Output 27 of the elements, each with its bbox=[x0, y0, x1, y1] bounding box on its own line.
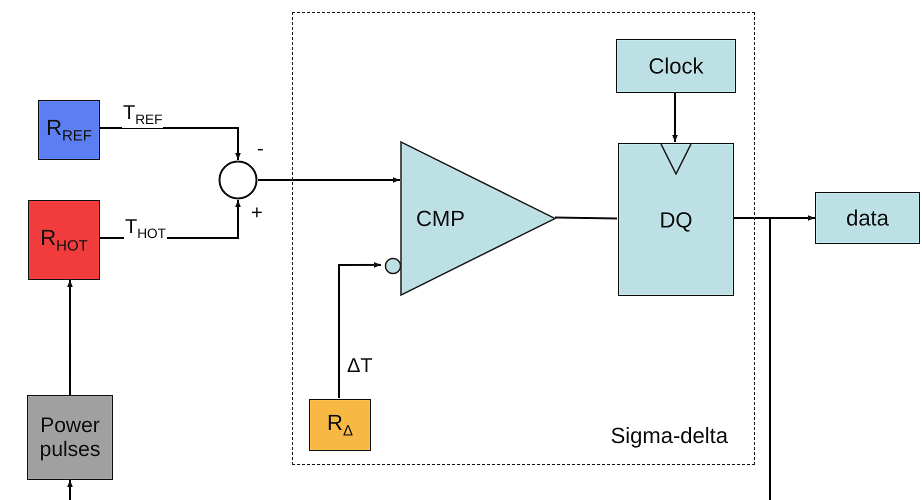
node-label: R$_{Δ}$ bbox=[326, 410, 354, 440]
node-label: Power pulses bbox=[38, 413, 102, 462]
connector-line bbox=[733, 217, 771, 500]
node-label: Clock bbox=[647, 53, 704, 79]
resistor-box bbox=[38, 100, 100, 160]
arrow bbox=[672, 92, 678, 142]
arrow bbox=[338, 262, 381, 398]
process-box bbox=[27, 395, 113, 480]
flip-flop-box bbox=[618, 143, 734, 296]
node-label: data bbox=[845, 205, 890, 231]
node-label: R$_{REF}$ bbox=[45, 115, 93, 145]
arrow bbox=[100, 127, 241, 160]
node-label: DQ bbox=[658, 206, 694, 232]
group-box bbox=[292, 12, 755, 465]
clock-box bbox=[616, 39, 736, 93]
arrow bbox=[67, 480, 73, 500]
node-label: CMP bbox=[416, 206, 465, 231]
arrow bbox=[67, 280, 73, 395]
output-box bbox=[815, 192, 920, 244]
node-label: Sigma-delta bbox=[610, 422, 728, 448]
resistor-box bbox=[28, 200, 100, 280]
arrow bbox=[258, 177, 400, 183]
edge-label: T$_{HOT}$ bbox=[124, 216, 167, 242]
edge-label: T$_{REF}$ bbox=[122, 102, 164, 128]
node-label: R$_{HOT}$ bbox=[39, 225, 89, 255]
connector-line bbox=[554, 216, 618, 220]
resistor-box bbox=[309, 399, 371, 451]
